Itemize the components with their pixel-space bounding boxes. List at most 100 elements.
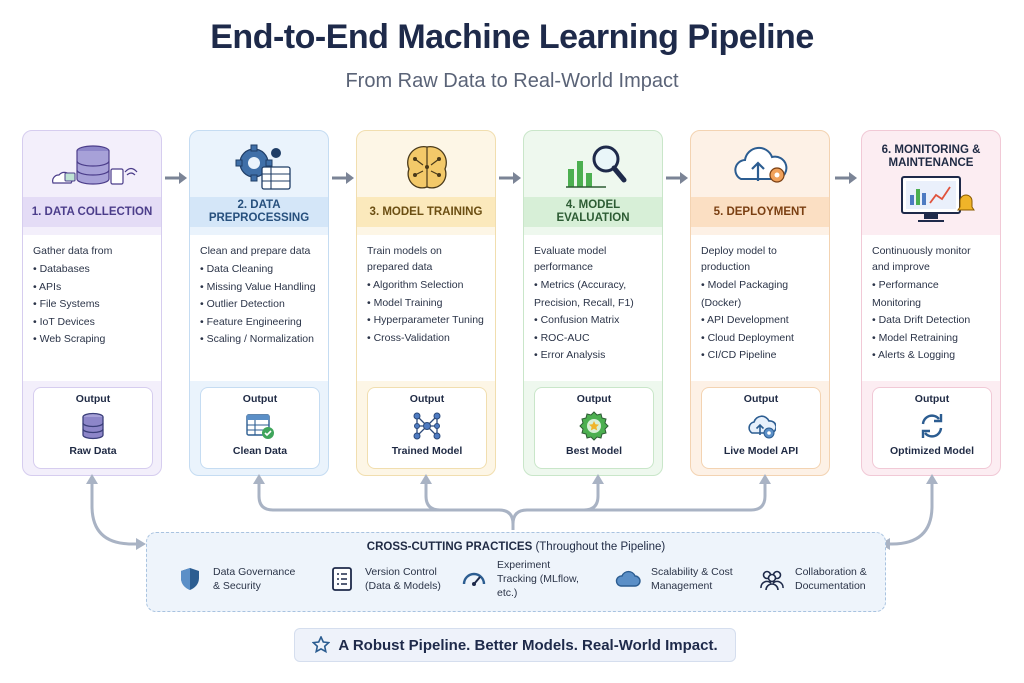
- team-icon: [760, 570, 784, 591]
- list-item: Alerts & Logging: [872, 347, 990, 365]
- monitor-dashboard-icon: [862, 175, 1000, 225]
- list-item: Cross-Validation: [367, 330, 485, 348]
- list-item: Cloud Deployment: [701, 330, 819, 348]
- cloud-upload-icon: [691, 139, 829, 195]
- list-item: Outlier Detection: [200, 296, 318, 314]
- network-icon: [412, 411, 442, 441]
- stage-output: Output Trained Model: [367, 387, 487, 469]
- cross-cutting-practices: CROSS-CUTTING PRACTICES (Throughout the …: [146, 532, 886, 612]
- list-item: Confusion Matrix: [534, 312, 652, 330]
- stage-model-training: 3. MODEL TRAINING Train models on prepar…: [356, 130, 496, 476]
- practices-title-rest: (Throughout the Pipeline): [532, 541, 666, 553]
- stage-intro: Deploy model to production: [701, 245, 777, 273]
- table-check-icon: [245, 411, 275, 441]
- output-name: Raw Data: [69, 445, 117, 457]
- stage-description: Evaluate model performance Metrics (Accu…: [524, 235, 662, 381]
- output-label: Output: [75, 393, 111, 405]
- chart-magnifier-icon: [524, 139, 662, 195]
- practice-label: Scalability & Cost Management: [651, 566, 733, 592]
- stage-intro: Train models on prepared data: [367, 245, 442, 273]
- output-label: Output: [914, 393, 950, 405]
- list-item: Databases: [33, 261, 151, 279]
- list-item: Error Analysis: [534, 347, 652, 365]
- database-icon: [78, 411, 108, 441]
- practice-item: Experiment Tracking (MLflow, etc.): [461, 559, 589, 599]
- arrow-right-icon: [332, 172, 354, 184]
- connector-lines: [86, 474, 938, 550]
- arrow-right-icon: [165, 172, 187, 184]
- arrow-right-icon: [835, 172, 857, 184]
- list-item: Model Training: [367, 295, 485, 313]
- list-item: CI/CD Pipeline: [701, 347, 819, 365]
- output-name: Optimized Model: [890, 445, 974, 457]
- stage-intro: Continuously monitor and improve: [872, 245, 971, 273]
- output-name: Best Model: [565, 445, 622, 457]
- page-title: End-to-End Machine Learning Pipeline: [210, 18, 814, 56]
- gear-table-icon: [190, 139, 328, 195]
- output-name: Clean Data: [232, 445, 288, 457]
- refresh-icon: [917, 411, 947, 441]
- stage-description: Train models on prepared data Algorithm …: [357, 235, 495, 381]
- brain-icon: [357, 139, 495, 195]
- stage-header: 4. MODEL EVALUATION: [524, 197, 662, 227]
- practice-label: Data Governance & Security: [213, 566, 296, 592]
- list-item: Hyperparameter Tuning: [367, 312, 485, 330]
- stage-output: Output Optimized Model: [872, 387, 992, 469]
- list-item: Algorithm Selection: [367, 277, 485, 295]
- list-item: Metrics (Accuracy, Precision, Recall, F1…: [534, 277, 652, 312]
- list-item: Model Packaging (Docker): [701, 277, 819, 312]
- list-item: APIs: [33, 279, 151, 297]
- practice-item: Data Governance & Security: [177, 561, 305, 597]
- stage-intro: Gather data from: [33, 245, 113, 257]
- list-item: Performance Monitoring: [872, 277, 990, 312]
- practice-item: Scalability & Cost Management: [615, 561, 743, 597]
- output-label: Output: [576, 393, 612, 405]
- cloud-gear-icon: [746, 411, 777, 441]
- stage-model-evaluation: 4. MODEL EVALUATION Evaluate model perfo…: [523, 130, 663, 476]
- checklist-icon: [332, 567, 352, 591]
- arrow-right-icon: [499, 172, 521, 184]
- output-label: Output: [743, 393, 779, 405]
- page-subtitle: From Raw Data to Real-World Impact: [345, 70, 679, 92]
- list-item: Missing Value Handling: [200, 279, 318, 297]
- practice-label: Collaboration & Documentation: [795, 566, 867, 592]
- stage-output: Output Live Model API: [701, 387, 821, 469]
- stage-monitoring-maintenance: 6. MONITORING & MAINTENANCE Continuously…: [861, 130, 1001, 476]
- stage-description: Continuously monitor and improve Perform…: [862, 235, 1000, 381]
- stage-header: 6. MONITORING & MAINTENANCE: [881, 144, 981, 169]
- stage-header: 2. DATA PREPROCESSING: [190, 197, 328, 227]
- list-item: Data Drift Detection: [872, 312, 990, 330]
- stage-output: Output Raw Data: [33, 387, 153, 469]
- stage-output: Output Best Model: [534, 387, 654, 469]
- stage-header: 1. DATA COLLECTION: [23, 197, 161, 227]
- arrow-right-icon: [666, 172, 688, 184]
- list-item: API Development: [701, 312, 819, 330]
- cloud-icon: [615, 570, 641, 587]
- stage-description: Gather data from Databases APIs File Sys…: [23, 235, 161, 381]
- practice-label: Version Control (Data & Models): [365, 566, 441, 592]
- star-icon: [312, 636, 331, 654]
- database-icon: [23, 139, 161, 195]
- stage-output: Output Clean Data: [200, 387, 320, 469]
- badge-icon: [579, 411, 609, 441]
- stage-header: 3. MODEL TRAINING: [357, 197, 495, 227]
- practice-item: Collaboration & Documentation: [759, 561, 887, 597]
- stage-deployment: 5. DEPLOYMENT Deploy model to production…: [690, 130, 830, 476]
- list-item: Model Retraining: [872, 330, 990, 348]
- stage-intro: Clean and prepare data: [200, 245, 311, 257]
- footer-text: A Robust Pipeline. Better Models. Real-W…: [338, 636, 718, 654]
- list-item: File Systems: [33, 296, 151, 314]
- practices-title-bold: CROSS-CUTTING PRACTICES: [366, 541, 533, 553]
- stage-intro: Evaluate model performance: [534, 245, 607, 273]
- list-item: Scaling / Normalization: [200, 331, 318, 349]
- list-item: Data Cleaning: [200, 261, 318, 279]
- stage-description: Clean and prepare data Data Cleaning Mis…: [190, 235, 328, 381]
- shield-icon: [181, 568, 199, 590]
- stage-data-preprocessing: 2. DATA PREPROCESSING Clean and prepare …: [189, 130, 329, 476]
- stage-data-collection: 1. DATA COLLECTION Gather data from Data…: [22, 130, 162, 476]
- output-name: Trained Model: [391, 445, 463, 457]
- practices-title: CROSS-CUTTING PRACTICES (Throughout the …: [147, 541, 885, 553]
- list-item: Feature Engineering: [200, 314, 318, 332]
- gauge-icon: [462, 572, 486, 586]
- list-item: Web Scraping: [33, 331, 151, 349]
